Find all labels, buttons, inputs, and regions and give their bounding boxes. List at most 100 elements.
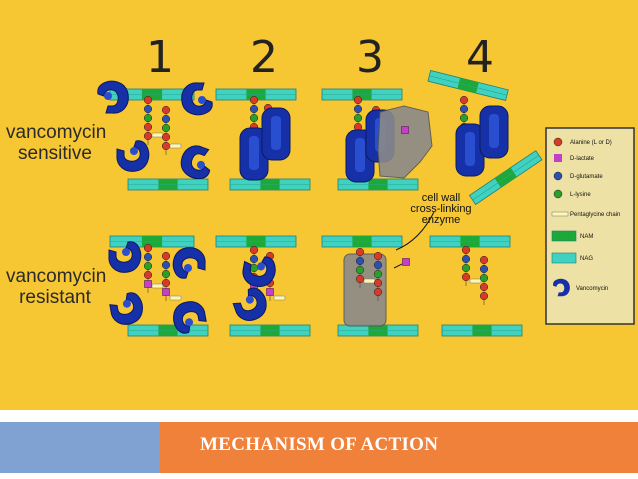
chain-r2-a-bead-0 <box>249 245 259 255</box>
chain-s1-b-bead-0 <box>161 105 171 115</box>
pentaglycine-r1-a <box>151 283 164 289</box>
chain-s1-b-bead-2 <box>161 123 171 133</box>
chain-s2-a-bead-0 <box>249 95 259 105</box>
pentaglycine-r1-b <box>169 295 182 301</box>
pentaglycine-s1-b <box>169 143 182 149</box>
legend-item-3-swatch <box>553 189 563 199</box>
strand-s3-bottom <box>337 178 419 191</box>
strand-s4-bottom-line <box>472 154 540 201</box>
vancomycin-r2-1-highlight <box>257 262 266 271</box>
vancomycin-s1-1-body <box>97 80 129 114</box>
vancomycin-r1-1-highlight <box>122 248 130 256</box>
strand-r4-top <box>429 235 511 248</box>
step-3-label: 3 <box>356 32 384 83</box>
vancomycin-s1-1-highlight <box>104 92 112 100</box>
chain-s1-a <box>143 95 153 145</box>
legend-item-7-swatch <box>553 278 570 297</box>
chain-r3-b-bead-3 <box>373 278 383 288</box>
chain-s4-a-bead-1 <box>459 104 469 114</box>
vancomycin-r1-4-highlight <box>185 318 194 327</box>
vancomycin-s1-2 <box>181 82 213 116</box>
vancomycin-r1-2 <box>172 247 206 279</box>
strand-r3-top <box>321 235 403 248</box>
vancomycin-s4-2 <box>479 105 509 159</box>
chain-s1-a-bead-3 <box>143 122 153 132</box>
legend-item-2-label: D-glutamate <box>570 174 603 180</box>
vancomycin-s1-2-highlight <box>198 96 206 104</box>
vancomycin-r1-1 <box>108 241 142 273</box>
pentaglycine-r3-a <box>363 278 376 284</box>
legend-item-1-swatch <box>554 154 562 162</box>
legend-item-4-swatch <box>551 211 569 217</box>
legend-item-5-swatch <box>551 230 577 242</box>
vancomycin-s1-3 <box>116 140 150 172</box>
vancomycin-r2-2 <box>232 287 267 321</box>
chain-s1-b-bead-1 <box>161 114 171 124</box>
vancomycin-r1-4 <box>173 301 207 334</box>
chain-r3-b-bead-0 <box>373 251 383 261</box>
vancomycin-s2-2-inner <box>271 116 281 150</box>
chain-r4-b <box>479 255 489 305</box>
legend-item-6-label: NAG <box>580 256 593 262</box>
chain-r1-b-bead-1 <box>161 260 171 270</box>
legend-item-5-label: NAM <box>580 234 593 240</box>
chain-s2-a-bead-2 <box>249 113 259 123</box>
pentaglycine-r2-b <box>273 295 286 301</box>
chain-s2-a-bead-1 <box>249 104 259 114</box>
chain-r3-a-bead-3 <box>355 274 365 284</box>
strand-r1-bottom <box>127 324 209 337</box>
chain-r4-b-bead-2 <box>479 273 489 283</box>
row-label-sensitive-line2: sensitive <box>18 143 92 164</box>
vancomycin-s1-4-highlight <box>196 160 205 169</box>
strand-r1-top <box>109 235 195 248</box>
legend-item-2-swatch <box>553 171 563 181</box>
chain-r1-a-bead-1 <box>143 252 153 262</box>
legend-item-3-label: L-lysine <box>570 192 591 198</box>
enzyme-label-line3: enzyme <box>421 214 461 226</box>
chain-r4-b-bead-1 <box>479 264 489 274</box>
chain-r3-b-bead-2 <box>373 269 383 279</box>
enzyme-arrow <box>393 263 403 269</box>
vancomycin-r1-3 <box>109 292 143 325</box>
chain-r1-a-bead-0 <box>143 243 153 253</box>
row-label-resistant-line2: resistant <box>19 287 91 308</box>
strand-s2-bottom <box>229 178 311 191</box>
chain-s1-b <box>161 105 171 155</box>
chain-s1-b-bead-4 <box>161 141 171 151</box>
strand-s4-top-line <box>429 75 508 96</box>
vancomycin-r1-1-body <box>108 241 142 273</box>
chain-r4-b-bead-0 <box>479 255 489 265</box>
chain-r3-a-bead-2 <box>355 265 365 275</box>
chain-r4-a-bead-0 <box>461 245 471 255</box>
chain-s1-a-bead-1 <box>143 104 153 114</box>
vancomycin-r2-2-body <box>232 287 267 321</box>
chain-r2-b-bead-4 <box>266 288 274 296</box>
enzyme-pointer <box>395 211 435 251</box>
chain-s3-a-bead-2 <box>353 113 363 123</box>
slide-title: MECHANISM OF ACTION <box>200 434 439 455</box>
strand-s1-bottom <box>127 178 209 191</box>
vancomycin-r1-4-body <box>173 301 207 334</box>
chain-r1-b-bead-0 <box>161 251 171 261</box>
step-2-label: 2 <box>250 32 278 83</box>
slide-background <box>0 0 638 410</box>
vancomycin-s1-3-highlight <box>130 147 138 155</box>
chain-r4-a <box>461 245 471 286</box>
chain-r4-a-bead-1 <box>461 254 471 264</box>
legend-item-0-label: Alanine (L or D) <box>570 140 612 146</box>
step-1-label: 1 <box>146 32 174 83</box>
chain-r2-a-bead-1 <box>249 254 259 264</box>
enzyme-label: cell wall cross-linking enzyme <box>408 193 474 226</box>
legend-item-7-label: Vancomycin <box>576 286 608 292</box>
chain-s4-a-bead-2 <box>459 113 469 123</box>
vancomycin-r2-1 <box>242 256 276 287</box>
chain-r4-b-bead-3 <box>479 282 489 292</box>
chain-s3-a-bead-1 <box>353 104 363 114</box>
chain-r3-a <box>355 247 365 288</box>
enzyme-s3 <box>377 105 433 179</box>
vancomycin-s2-1 <box>239 127 269 181</box>
chain-r1-a <box>143 243 153 293</box>
vancomycin-s1-1 <box>97 80 129 114</box>
chain-r1-a-bead-4 <box>144 280 152 288</box>
chain-r1-b-bead-4 <box>162 288 170 296</box>
